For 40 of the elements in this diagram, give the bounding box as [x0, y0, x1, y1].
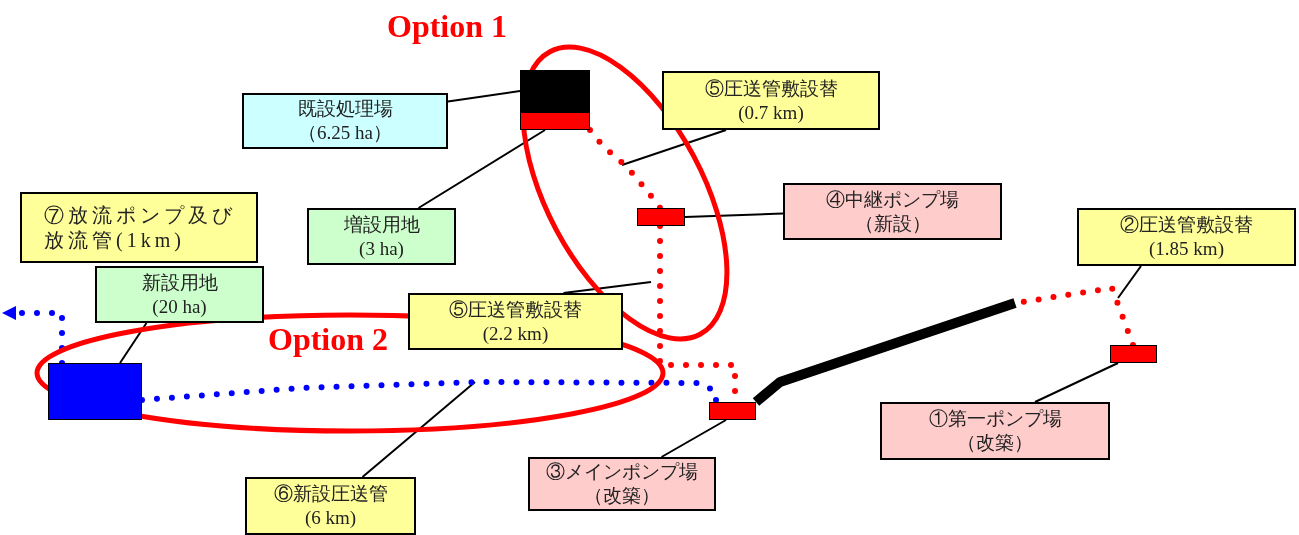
callout-box: [528, 457, 716, 511]
callout-text: ②圧送管敷設替 (1.85 km): [1119, 213, 1254, 261]
callout-box: [408, 293, 623, 350]
leader-line: [684, 212, 784, 218]
callout-box: [245, 477, 416, 535]
callout-text: ①第一ポンプ場（改築）: [927, 407, 1063, 455]
leader-line: [1117, 265, 1142, 299]
leader-line: [447, 90, 521, 103]
leader-line: [562, 281, 652, 294]
callout-box: [880, 402, 1110, 460]
leader-line: [1034, 362, 1119, 403]
option-label: Option 2: [268, 323, 389, 355]
callout-text: 増設用地 (3 ha): [342, 212, 421, 261]
leader-line: [621, 129, 727, 166]
callout-box: [95, 266, 264, 323]
pump-station-block: [1110, 345, 1157, 363]
callout-text: 既設処理場（6.25 ha）: [296, 97, 394, 145]
callout-box: [242, 93, 448, 149]
callout-text: ⑤圧送管敷設替 (0.7 km): [703, 76, 839, 125]
treatment-plant-block: [520, 70, 590, 112]
callout-box: [20, 192, 258, 263]
pump-station-block: [637, 208, 685, 226]
option-label: Option 1: [387, 10, 508, 42]
leader-line: [361, 381, 476, 478]
leader-line: [660, 419, 727, 458]
pump-station-block: [709, 402, 756, 420]
callout-box: [783, 183, 1002, 240]
callout-text: ④中継ポンプ場（新設）: [825, 187, 960, 236]
leader-line: [119, 322, 148, 364]
pipeline: [752, 298, 1017, 406]
callout-text: ③メインポンプ場（改築）: [545, 460, 699, 508]
callout-text: ⑦放流ポンプ及び放流管(1km): [44, 202, 237, 253]
callout-text: ⑤圧送管敷設替 (2.2 km): [448, 297, 583, 346]
callout-box: [1077, 208, 1296, 266]
callout-text: ⑥新設圧送管 (6 km): [272, 482, 389, 530]
extension-site-block: [520, 112, 590, 130]
callout-box: [307, 208, 456, 265]
callout-box: [662, 71, 880, 130]
callout-text: 新設用地 (20 ha): [140, 270, 219, 319]
new-site-block: [48, 363, 142, 420]
